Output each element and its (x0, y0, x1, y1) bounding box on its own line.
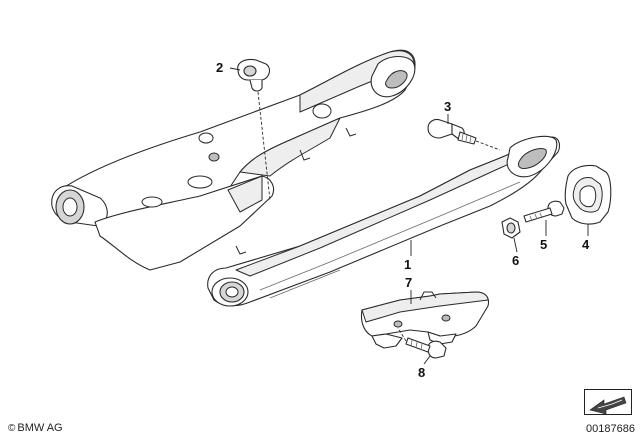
callout-label-6: 6 (512, 253, 520, 268)
bolt-part-5 (523, 200, 565, 223)
view-direction-arrow-icon (589, 396, 627, 415)
callout-label-7: 7 (405, 275, 413, 290)
copyright-symbol: © (8, 422, 16, 434)
callout-label-1: 1 (404, 257, 412, 272)
brand-logo: © BMW AG (8, 423, 63, 434)
chain-guard-part-7 (360, 291, 490, 349)
callout-label-2: 2 (216, 60, 224, 75)
callout-label-4: 4 (582, 237, 590, 252)
image-number: 00187686 (586, 423, 635, 435)
grommet-part-2 (237, 58, 271, 201)
brand-name: BMW AG (17, 422, 63, 434)
leader-lines (229, 67, 589, 365)
swingarm-part-1 (51, 49, 561, 307)
rubber-block-part-4 (564, 164, 612, 225)
callout-label-5: 5 (540, 237, 548, 252)
callout-label-8: 8 (418, 365, 426, 380)
bolt-part-8 (397, 327, 447, 359)
callout-label-3: 3 (444, 99, 452, 114)
bolt-part-3 (427, 118, 501, 151)
nut-part-6 (501, 217, 521, 239)
view-reference-box (584, 389, 632, 415)
